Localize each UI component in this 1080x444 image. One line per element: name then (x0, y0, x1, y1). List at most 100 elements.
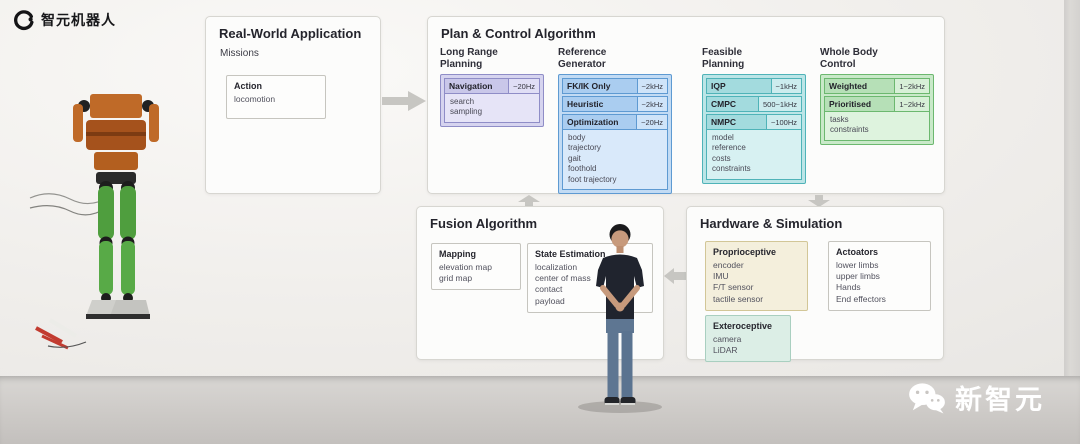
block-name: NMPC (707, 115, 766, 129)
block-items: tasks constraints (825, 111, 929, 140)
block-name: State Estimation (535, 249, 606, 259)
whole-body-control-box: Weighted 1~2kHz Prioritised 1~2kHz tasks… (820, 74, 934, 145)
real-world-application-panel: Real-World Application Missions Action l… (205, 16, 381, 194)
block-item: locomotion (234, 94, 276, 104)
block-item: Hands (836, 282, 861, 293)
block-rate: 500~1kHz (758, 97, 801, 111)
block-item: reference (712, 143, 746, 153)
block-item: payload (535, 295, 565, 306)
block-item: foothold (568, 164, 597, 174)
block-item: elevation map (439, 262, 492, 272)
block-item: upper limbs (836, 271, 880, 282)
block-items: camera LiDAR (713, 334, 783, 356)
hardware-simulation-panel: Hardware & Simulation Proprioceptive enc… (686, 206, 944, 363)
block-item: IMU (713, 271, 729, 282)
action-block: Action locomotion (226, 75, 326, 119)
watermark: 新智元 (908, 378, 1045, 417)
robot-simulation-figure (29, 94, 159, 350)
block-item: model (712, 133, 734, 142)
block-name: Navigation (445, 79, 509, 93)
block-rate: ~2kHz (636, 79, 667, 93)
block-item: encoder (713, 260, 744, 270)
block-item: F/T sensor (713, 282, 754, 293)
plan-control-algorithm-panel: Plan & Control Algorithm Long Range Plan… (427, 16, 945, 194)
screen-right-edge (1064, 0, 1080, 376)
block-item: contact (535, 284, 563, 295)
reference-generator-box: FK/IK Only ~2kHz Heuristic ~2kHz Optimiz… (558, 74, 672, 194)
arrow-up-fusion-to-plan (518, 195, 540, 207)
block-name: Exteroceptive (713, 321, 773, 331)
block-name: Mapping (439, 249, 476, 259)
block-items: lower limbs upper limbs Hands End effect… (836, 260, 923, 305)
block-name: Proprioceptive (713, 247, 777, 257)
column-label: Feasible Planning (702, 47, 745, 70)
heuristic-block: Heuristic ~2kHz (562, 96, 668, 112)
hardware-simulation-title: Hardware & Simulation (700, 216, 843, 231)
block-items: body trajectory gait foothold foot traje… (563, 129, 667, 189)
arrow-right-app-to-plan (382, 91, 426, 111)
block-band: CMPC 500~1kHz (707, 97, 801, 111)
wechat-icon (909, 382, 945, 414)
block-item: constraints (712, 164, 751, 174)
proprioceptive-block: Proprioceptive encoder IMU F/T sensor ta… (705, 241, 808, 311)
block-band: NMPC ~100Hz (707, 115, 801, 129)
block-name: CMPC (707, 97, 759, 111)
block-band: Heuristic ~2kHz (563, 97, 667, 111)
block-band: FK/IK Only ~2kHz (563, 79, 667, 93)
block-item: sampling (450, 107, 483, 117)
action-block-items: locomotion (234, 94, 318, 105)
block-name: Optimization (563, 115, 637, 129)
column-label: Long Range Planning (440, 47, 498, 70)
block-item: End effectors (836, 293, 886, 304)
presenter-figure (578, 224, 662, 413)
nmpc-block: NMPC ~100Hz model reference costs constr… (706, 114, 802, 180)
column-whole-body-control: Whole Body Control Weighted 1~2kHz Prior… (820, 47, 934, 145)
feasible-planning-box: IQP ~1kHz CMPC 500~1kHz NMPC ~100Hz (702, 74, 806, 184)
block-item: camera (713, 334, 742, 344)
long-range-planning-box: Navigation ~20Hz search sampling (440, 74, 544, 127)
block-item: lower limbs (836, 260, 879, 270)
watermark-text: 新智元 (955, 385, 1045, 415)
block-band: Weighted 1~2kHz (825, 79, 929, 93)
exteroceptive-block: Exteroceptive camera LiDAR (705, 315, 791, 363)
prioritised-block: Prioritised 1~2kHz tasks constraints (824, 96, 930, 141)
block-item: constraints (830, 125, 869, 135)
column-long-range-planning: Long Range Planning Navigation ~20Hz sea… (440, 47, 544, 127)
fkik-block: FK/IK Only ~2kHz (562, 78, 668, 94)
weighted-block: Weighted 1~2kHz (824, 78, 930, 94)
cmpc-block: CMPC 500~1kHz (706, 96, 802, 112)
optimization-block: Optimization ~20Hz body trajectory gait … (562, 114, 668, 190)
block-rate: 1~2kHz (894, 97, 929, 111)
block-name: Weighted (825, 79, 895, 93)
column-reference-generator: Reference Generator FK/IK Only ~2kHz Heu… (558, 47, 672, 194)
navigation-block: Navigation ~20Hz search sampling (444, 78, 540, 123)
arrow-left-hardware-to-fusion (664, 268, 688, 284)
arrow-down-plan-to-hardware (808, 195, 830, 207)
block-item: gait (568, 153, 581, 163)
brand-logo-icon (14, 10, 34, 31)
block-band: Optimization ~20Hz (563, 115, 667, 129)
block-name: Actoators (836, 247, 879, 257)
action-block-name: Action (234, 81, 262, 91)
iqp-block: IQP ~1kHz (706, 78, 802, 94)
block-items: encoder IMU F/T sensor tactile sensor (713, 260, 800, 305)
block-rate: ~20Hz (508, 79, 539, 93)
block-item: grid map (439, 273, 473, 284)
block-name: Heuristic (563, 97, 637, 111)
block-name: Prioritised (825, 97, 895, 111)
block-items: search sampling (445, 93, 539, 122)
block-item: search (450, 97, 475, 106)
block-item: costs (712, 153, 731, 163)
missions-label: Missions (220, 48, 259, 59)
plan-control-title: Plan & Control Algorithm (441, 26, 596, 41)
block-item: tactile sensor (713, 293, 764, 304)
block-rate: ~20Hz (636, 115, 667, 129)
block-rate: ~1kHz (770, 79, 801, 93)
mapping-block: Mapping elevation map grid map (431, 243, 521, 291)
column-feasible-planning: Feasible Planning IQP ~1kHz CMPC 500~1kH… (702, 47, 806, 184)
block-items: elevation map grid map (439, 262, 513, 284)
block-item: LiDAR (713, 345, 738, 356)
block-rate: ~2kHz (636, 97, 667, 111)
block-rate: 1~2kHz (894, 79, 929, 93)
